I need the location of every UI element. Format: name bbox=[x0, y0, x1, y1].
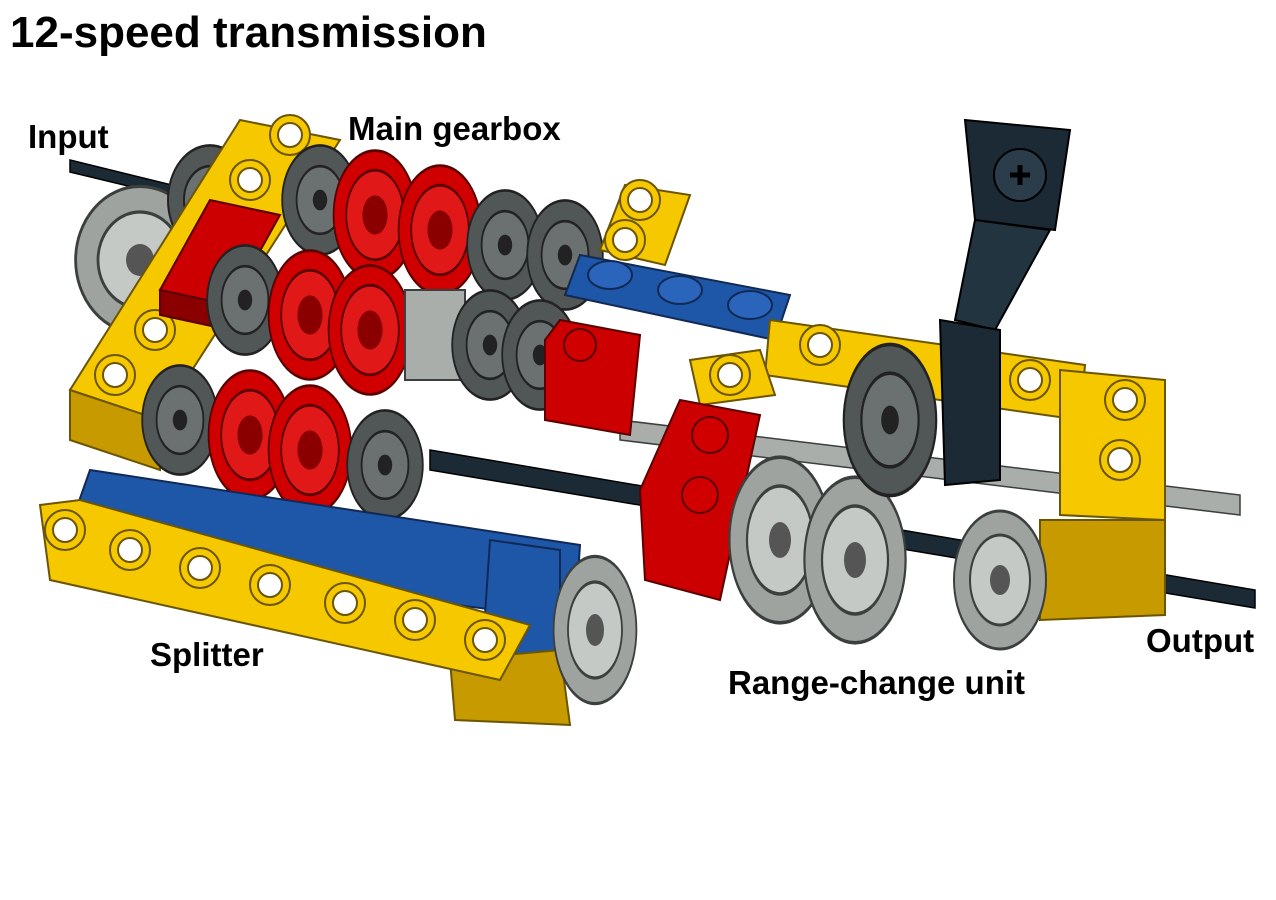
label-range-change-unit: Range-change unit bbox=[728, 664, 1026, 701]
label-splitter: Splitter bbox=[150, 636, 264, 673]
shift-lever bbox=[938, 118, 1072, 487]
page-title: 12-speed transmission bbox=[10, 8, 487, 57]
label-main-gearbox: Main gearbox bbox=[348, 110, 561, 147]
label-input: Input bbox=[28, 118, 109, 155]
blue-frame-top bbox=[563, 253, 792, 342]
splitter-frame bbox=[38, 468, 639, 727]
main-gearbox bbox=[140, 144, 605, 521]
label-output: Output bbox=[1146, 622, 1255, 659]
yellow-liftarm bbox=[38, 498, 532, 682]
